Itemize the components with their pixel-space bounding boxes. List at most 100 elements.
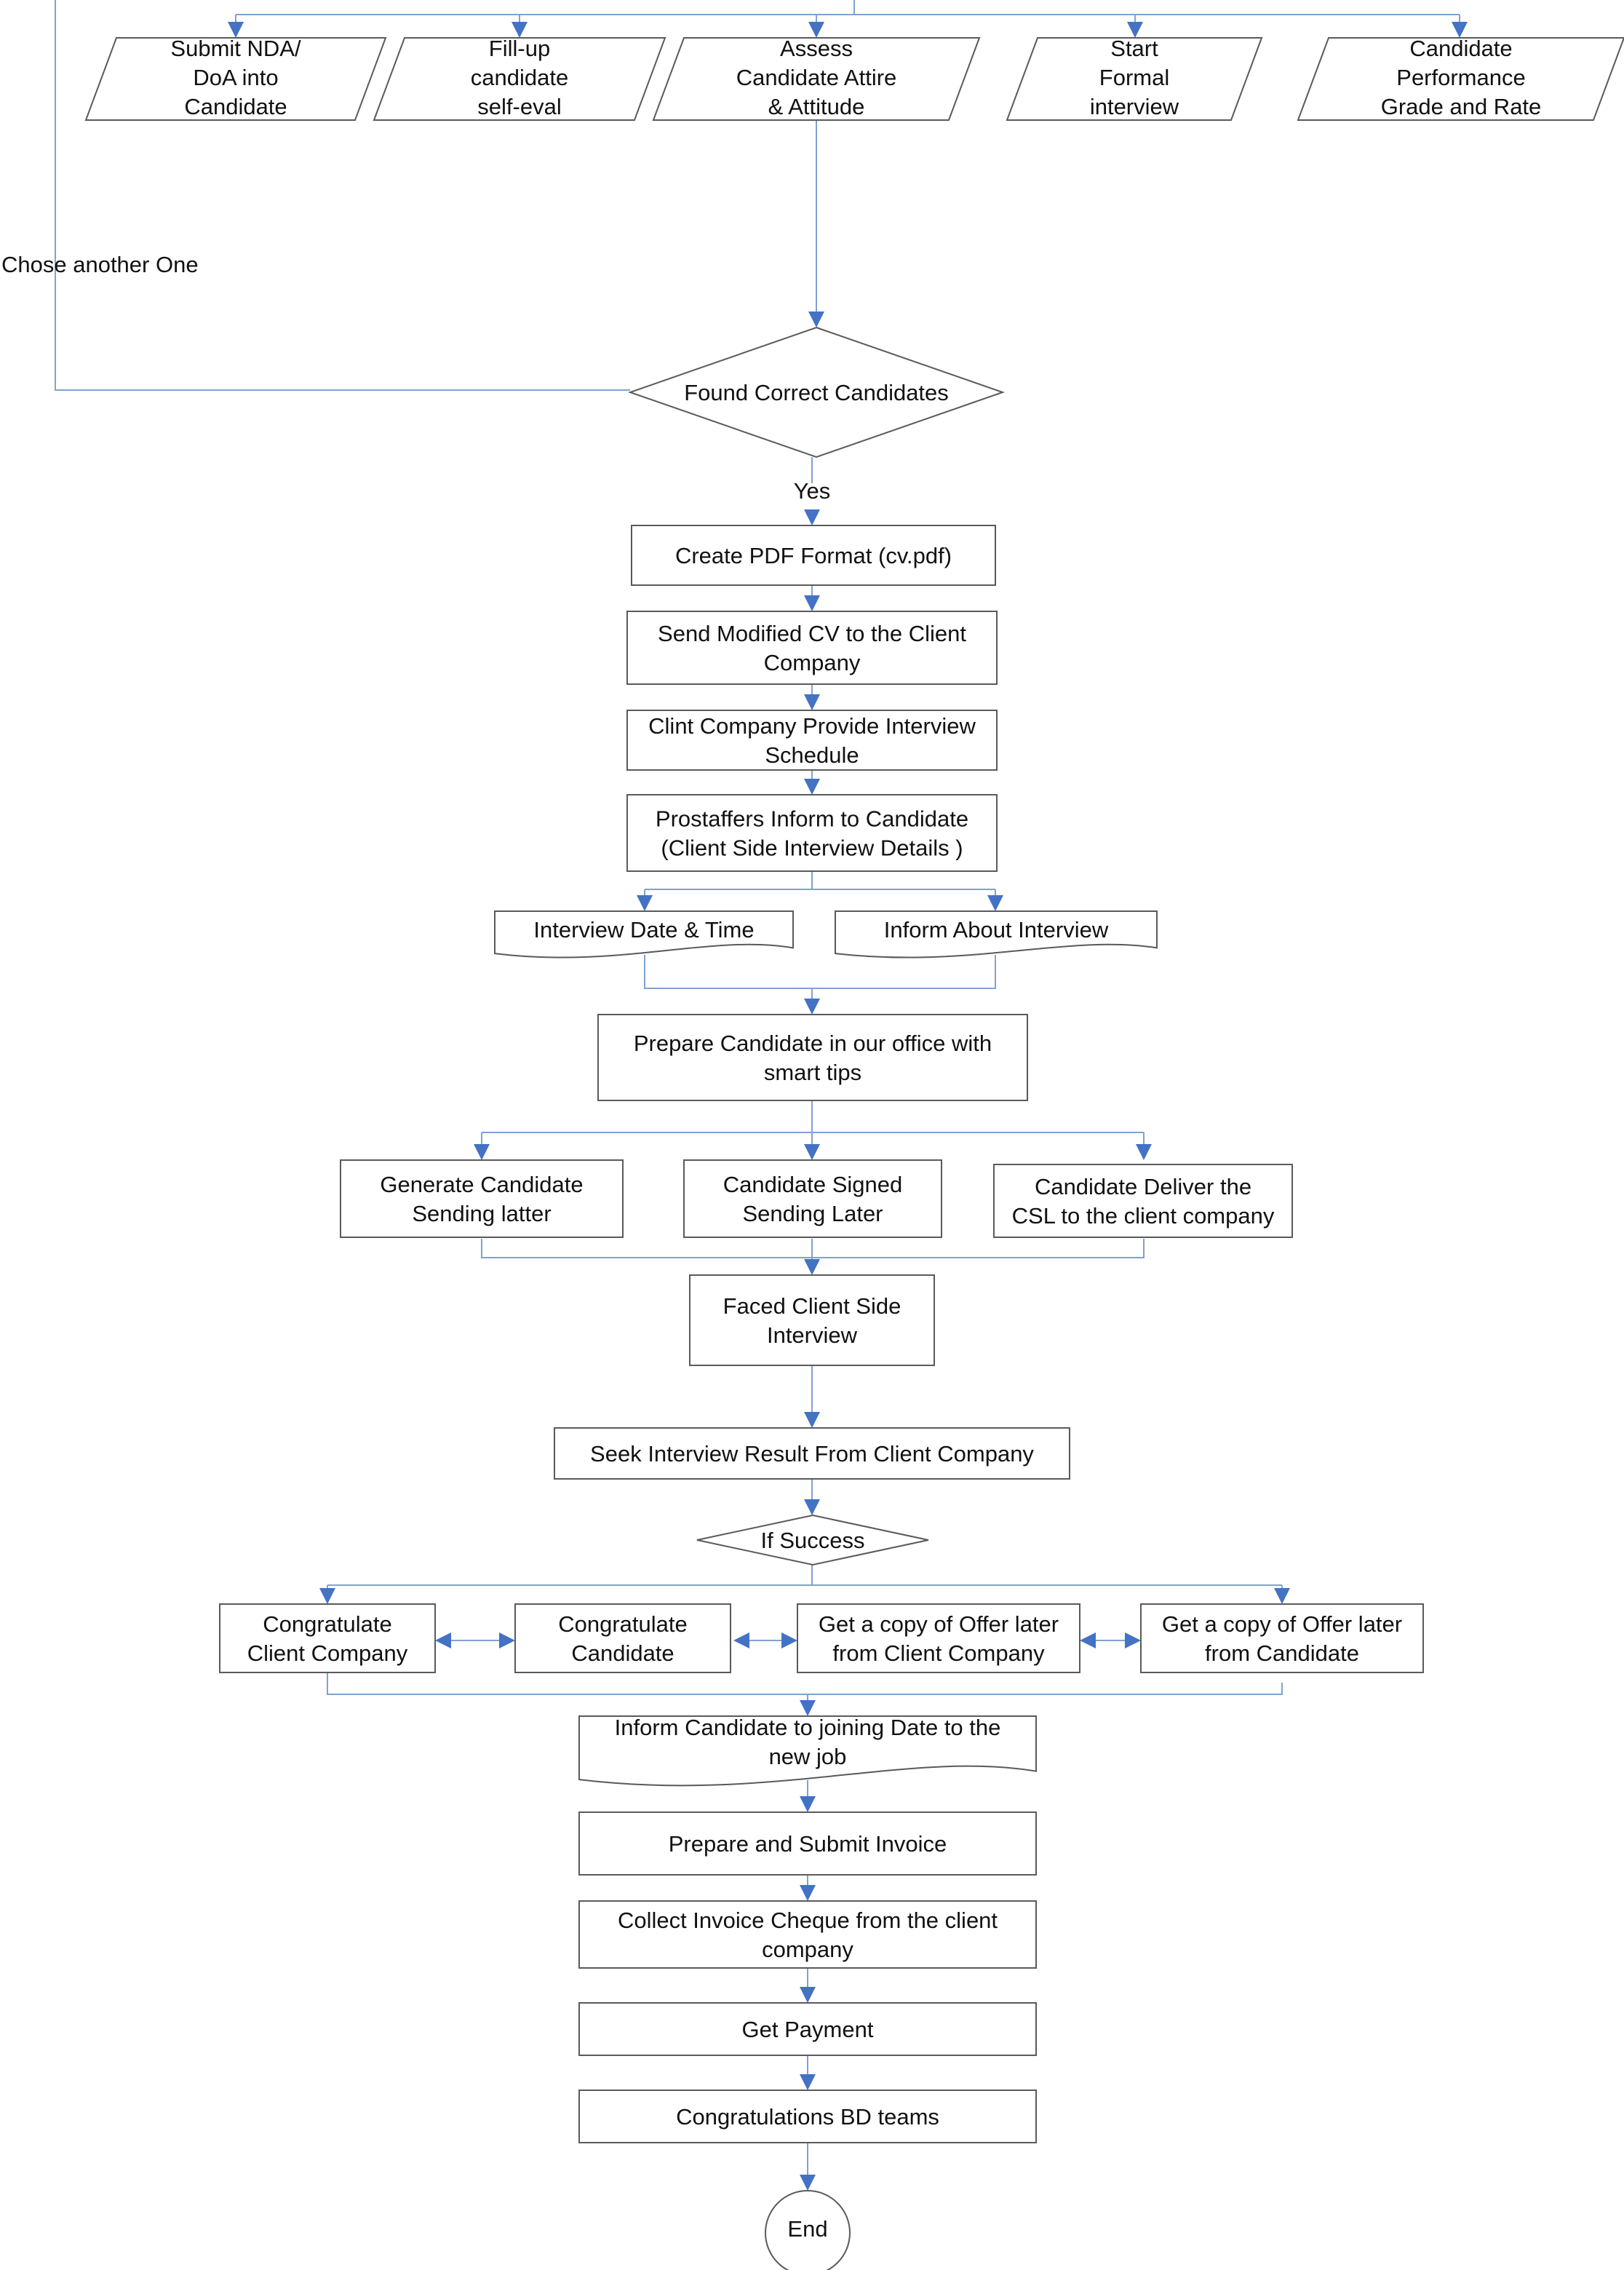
formal-parallelogram-text-line: Start <box>1110 36 1158 61</box>
success-decision-shape <box>696 1514 929 1566</box>
grade-parallelogram-text-line: Grade and Rate <box>1381 94 1542 119</box>
arrowhead <box>800 2074 816 2090</box>
found-decision-shape <box>627 326 1006 459</box>
congratulate-client-step-text-line: Congratulate <box>263 1611 392 1637</box>
seek-result-step: Seek Interview Result From Client Compan… <box>554 1427 1070 1480</box>
edge-labels: Chose another One Yes <box>1 252 830 504</box>
nda-parallelogram-text-line: Submit NDA/ <box>170 36 301 61</box>
collect-cheque-step-text-line: Collect Invoice Cheque from the client <box>618 1908 998 1933</box>
joining-date-document-text-line: new job <box>769 1744 847 1769</box>
faced-interview-step-shape <box>689 1274 935 1366</box>
arrowhead <box>1274 1588 1290 1604</box>
arrowhead <box>800 1885 816 1901</box>
arrowhead <box>1136 1144 1152 1160</box>
inform-candidate-step: Prostaffers Inform to Candidate (Client S… <box>626 794 998 872</box>
interview-date-document: Interview Date & Time <box>494 910 794 959</box>
connectors <box>55 0 1468 2191</box>
congratulate-candidate-step-text-line: Candidate <box>571 1640 674 1666</box>
congratulate-client-step-shape <box>219 1603 436 1673</box>
arrowhead <box>228 22 244 38</box>
arrowhead <box>804 694 820 710</box>
arrowhead <box>1080 1632 1096 1648</box>
arrowhead <box>1127 22 1143 38</box>
self-eval-parallelogram-text-line: Fill-up <box>489 36 550 61</box>
attire-parallelogram-text-line: Candidate Attire <box>736 65 897 90</box>
arrowhead <box>800 1987 816 2003</box>
attire-parallelogram-shape <box>652 37 981 121</box>
faced-interview-step-text-line: Faced Client Side <box>723 1293 901 1319</box>
interview-date-document-text-line: Interview Date & Time <box>533 917 754 942</box>
nda-parallelogram-shape <box>84 37 387 121</box>
inform-candidate-step-text-line: (Client Side Interview Details ) <box>661 836 963 861</box>
congrat-bd-step-shape <box>578 2090 1037 2143</box>
offer-client-step-shape <box>797 1603 1080 1673</box>
arrowhead <box>512 22 528 38</box>
inform-candidate-step-shape <box>626 794 998 872</box>
arrowhead <box>474 1144 490 1160</box>
submit-invoice-step-shape <box>578 1811 1037 1876</box>
send-cv-step-text-line: Send Modified CV to the Client <box>658 621 966 646</box>
collect-cheque-step: Collect Invoice Cheque from the client co… <box>578 1900 1037 1969</box>
submit-invoice-step: Prepare and Submit Invoice <box>578 1811 1037 1876</box>
submit-invoice-step-text-line: Prepare and Submit Invoice <box>669 1831 947 1857</box>
formal-parallelogram-shape <box>1006 37 1263 121</box>
flow-nodes: Submit NDA/DoA intoCandidateFill-upcandi… <box>84 36 1624 2270</box>
grade-parallelogram-text-line: Performance <box>1396 65 1525 90</box>
congrat-bd-step-text-line: Congratulations BD teams <box>676 2104 939 2130</box>
found-decision: Found Correct Candidates <box>627 326 1006 459</box>
arrowhead <box>804 999 820 1015</box>
prepare-candidate-step: Prepare Candidate in our office withsmar… <box>597 1014 1028 1101</box>
arrowhead <box>804 1259 820 1275</box>
attire-parallelogram-text-line: & Attitude <box>768 94 865 119</box>
deliver-csl-step-text-line: Candidate Deliver the <box>1035 1174 1251 1199</box>
collect-cheque-step-text-line: company <box>762 1937 853 1962</box>
attire-parallelogram-text-line: Assess <box>780 36 853 61</box>
generate-letter-step-text-line: Generate Candidate <box>380 1172 583 1197</box>
arrowhead <box>804 1144 820 1160</box>
arrowhead <box>637 895 653 911</box>
inform-candidate-step-text-line: Prostaffers Inform to Candidate <box>656 806 968 832</box>
yes-label: Yes <box>794 478 831 504</box>
arrowhead <box>808 311 824 328</box>
grade-parallelogram-text-line: Candidate <box>1409 36 1512 61</box>
joining-date-document-text-line: Inform Candidate to joining Date to the <box>615 1715 1001 1740</box>
arrowhead <box>804 595 820 611</box>
seek-result-step-shape <box>554 1427 1070 1480</box>
offer-candidate-step-text-line: Get a copy of Offer later <box>1162 1611 1402 1637</box>
connector-line <box>644 955 996 989</box>
deliver-csl-step-text-line: CSL to the client company <box>1012 1203 1275 1229</box>
arrowhead <box>800 1700 816 1716</box>
offer-candidate-step-shape <box>1140 1603 1424 1673</box>
joining-date-document-shape <box>578 1715 1037 1787</box>
end-terminator: End <box>765 2190 851 2270</box>
self-eval-parallelogram-text-line: self-eval <box>477 94 561 119</box>
end-terminator-text-line: End <box>787 2216 827 2242</box>
send-cv-step-text-line: Company <box>764 650 861 675</box>
get-payment-step: Get Payment <box>578 2002 1037 2056</box>
send-cv-step-shape <box>626 611 998 685</box>
faced-interview-step-text-line: Interview <box>767 1322 858 1348</box>
arrowhead <box>800 2175 816 2191</box>
found-decision-text-line: Found Correct Candidates <box>684 380 949 405</box>
inform-about-document-shape <box>835 910 1158 959</box>
prepare-candidate-step-text-line: Prepare Candidate in our office with <box>634 1031 992 1056</box>
offer-client-step-text-line: Get a copy of Offer later <box>819 1611 1059 1637</box>
connector-line <box>327 1672 1283 1695</box>
inform-about-document-text-line: Inform About Interview <box>884 917 1109 942</box>
collect-cheque-step-shape <box>578 1900 1037 1969</box>
schedule-step-text-line: Schedule <box>765 742 859 768</box>
arrowhead <box>499 1632 515 1648</box>
get-payment-step-shape <box>578 2002 1037 2056</box>
